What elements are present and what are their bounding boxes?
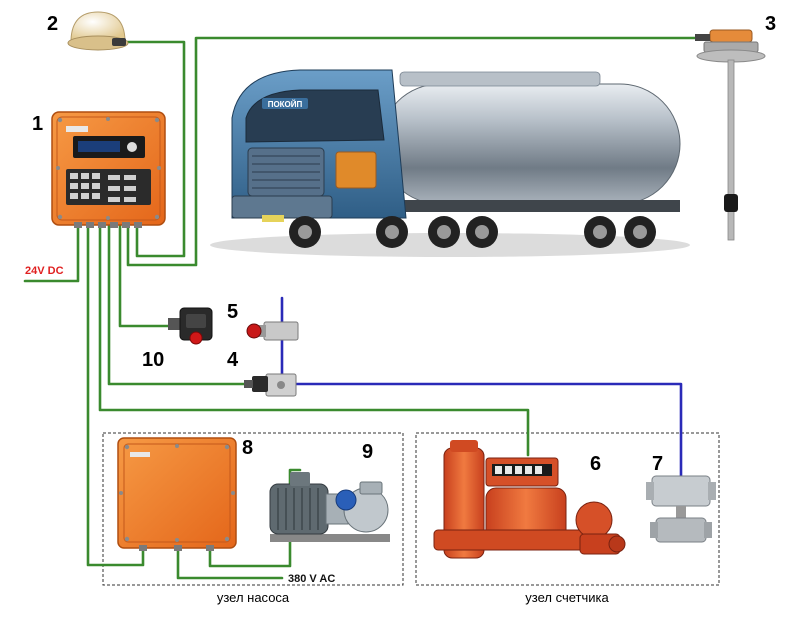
power-dc-label: 24V DC <box>25 265 64 277</box>
signal-cables <box>23 36 697 580</box>
controller-unit <box>51 111 166 228</box>
solenoid-valve <box>244 373 297 397</box>
cable-controller-to-level-sensor <box>126 36 697 267</box>
cable-controller-to-power <box>23 223 80 283</box>
pump-control-box <box>117 437 237 551</box>
pneumatic-push-button <box>246 321 299 341</box>
label-4: 4 <box>227 349 239 371</box>
cable-controller-to-meter <box>98 223 530 457</box>
label-1: 1 <box>32 113 43 135</box>
cable-controller-to-antenna <box>120 40 186 258</box>
label-6: 6 <box>590 453 601 475</box>
label-8: 8 <box>242 437 253 459</box>
level-sensor <box>695 29 766 241</box>
pneumatic-lines <box>280 296 683 478</box>
label-10: 10 <box>142 349 164 371</box>
antenna-dome <box>67 11 129 51</box>
cable-controller-to-button <box>118 223 170 328</box>
pump-unit-caption: узел насоса <box>217 590 290 605</box>
meter-unit-caption: узел счетчика <box>525 590 609 605</box>
meter-unit-frame <box>415 432 720 586</box>
truck-plate-text: ПОКОЙП <box>268 100 303 109</box>
flow-meter <box>433 440 626 559</box>
label-2: 2 <box>47 13 58 35</box>
label-3: 3 <box>765 13 776 35</box>
air-line-valve-to-actuator <box>294 382 683 478</box>
motor-pump <box>269 472 390 542</box>
cable-controller-to-pump-box <box>86 223 145 567</box>
tanker-truck: ПОКОЙП <box>210 69 690 257</box>
power-ac-label: 380 V AC <box>288 573 335 585</box>
cable-controller-to-valve <box>107 223 252 386</box>
label-9: 9 <box>362 441 373 463</box>
cable-ac-supply <box>176 546 284 580</box>
emergency-button-box <box>168 307 213 345</box>
pump-unit-frame <box>102 432 404 586</box>
label-7: 7 <box>652 453 663 475</box>
cable-pump-box-to-motor <box>208 468 302 568</box>
actuated-ball-valve <box>646 475 716 543</box>
label-5: 5 <box>227 301 238 323</box>
